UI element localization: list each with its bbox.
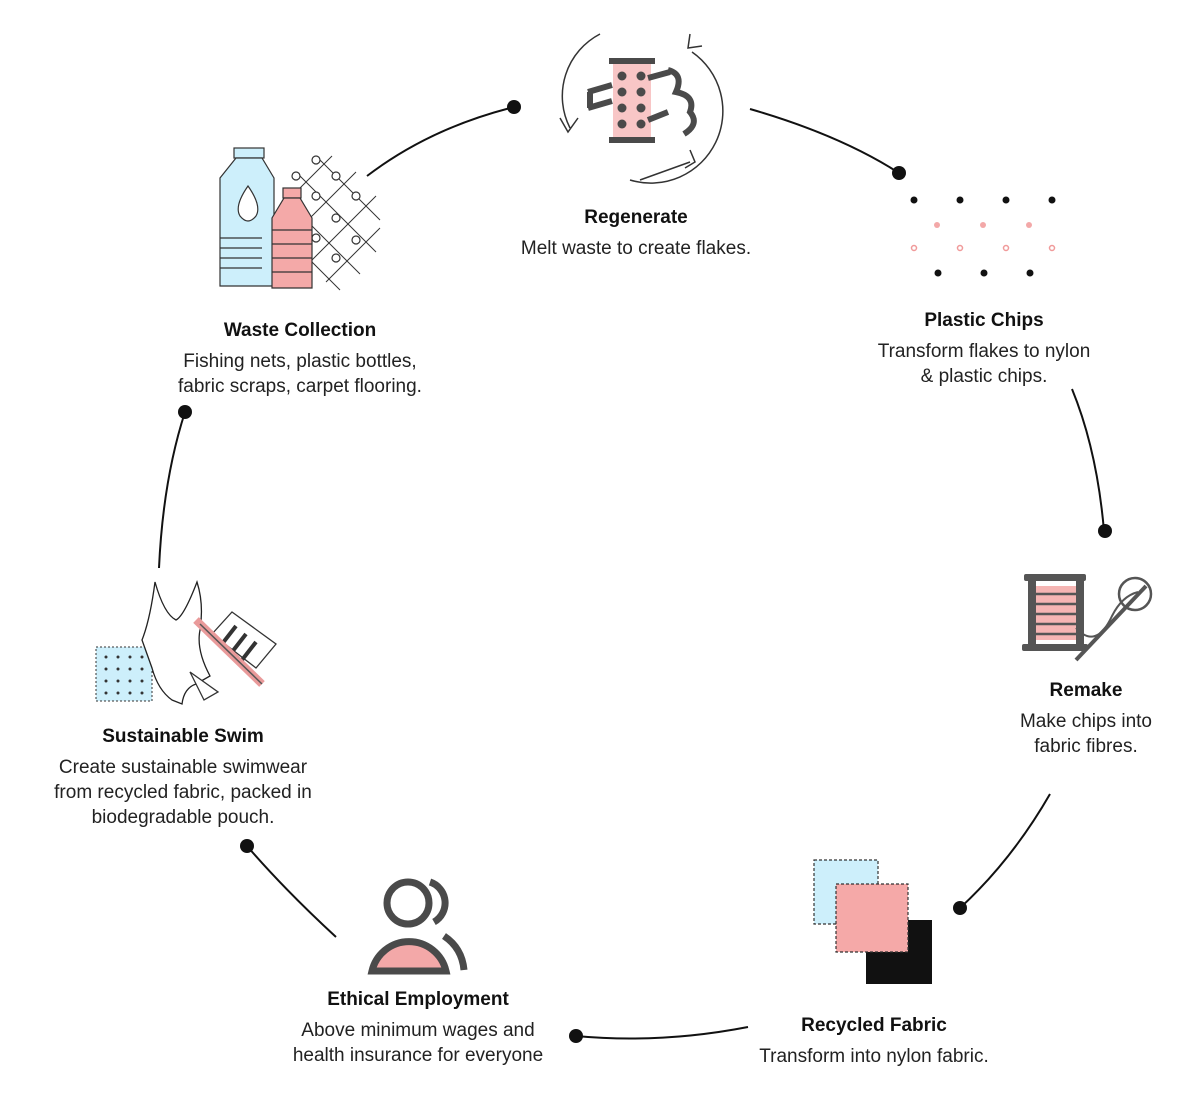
step-title: Recycled Fabric [801, 1015, 947, 1036]
step-ethical-employment: Ethical Employment Above minimum wages a… [268, 988, 568, 1068]
spool-needle-icon [1022, 574, 1153, 662]
step-sustainable-swim: Sustainable Swim Create sustainable swim… [28, 725, 338, 830]
connector-dot [507, 100, 521, 114]
step-desc: & plastic chips. [920, 366, 1048, 387]
step-desc: biodegradable pouch. [91, 807, 275, 828]
connector-dot [178, 405, 192, 419]
connector-dot [892, 166, 906, 180]
step-recycled-fabric: Recycled Fabric Transform into nylon fab… [734, 1014, 1014, 1069]
step-plastic-chips: Plastic Chips Transform flakes to nylon … [844, 309, 1124, 389]
step-desc: from recycled fabric, packed in [54, 782, 312, 803]
cycle-connectors [158, 106, 1105, 1040]
step-waste-collection: Waste Collection Fishing nets, plastic b… [150, 319, 450, 399]
step-remake: Remake Make chips into fabric fibres. [986, 679, 1186, 759]
step-title: Regenerate [584, 207, 688, 228]
step-desc: Transform flakes to nylon [877, 341, 1091, 362]
fabric-swatches-icon [813, 859, 932, 984]
step-desc: health insurance for everyone [292, 1045, 544, 1066]
step-desc: Above minimum wages and [301, 1020, 535, 1041]
step-desc: Fishing nets, plastic bottles, [183, 351, 417, 372]
step-title: Remake [1049, 680, 1123, 701]
connector-dot [953, 901, 967, 915]
step-regenerate: Regenerate Melt waste to create flakes. [486, 206, 786, 261]
connector-swim-to-waste [158, 411, 186, 569]
bottles-net-icon [219, 147, 381, 291]
step-desc: Transform into nylon fabric. [759, 1046, 989, 1067]
connector-dot [569, 1029, 583, 1043]
connector-chips-to-remake [1071, 388, 1105, 532]
swimsuit-icon [95, 580, 277, 705]
step-desc: Make chips into [1019, 711, 1152, 732]
connector-employment-to-swim [246, 845, 337, 938]
step-title: Waste Collection [223, 320, 377, 341]
machine-icon [559, 33, 724, 184]
connector-remake-to-fabric [959, 793, 1051, 909]
step-desc: fabric fibres. [1034, 736, 1138, 757]
connector-waste-to-regenerate [366, 106, 515, 177]
connector-dot [240, 839, 254, 853]
step-title: Sustainable Swim [102, 726, 264, 747]
step-desc: Create sustainable swimwear [58, 757, 308, 778]
step-desc: Melt waste to create flakes. [520, 238, 752, 259]
chips-icon [910, 196, 1056, 277]
connector-regenerate-to-chips [749, 108, 900, 174]
connector-fabric-to-employment [575, 1026, 749, 1040]
connector-dot [1098, 524, 1112, 538]
people-icon [367, 878, 468, 975]
step-desc: fabric scraps, carpet flooring. [178, 376, 422, 397]
step-title: Plastic Chips [924, 310, 1044, 331]
connector-dots [178, 100, 1112, 1043]
step-title: Ethical Employment [327, 989, 509, 1010]
